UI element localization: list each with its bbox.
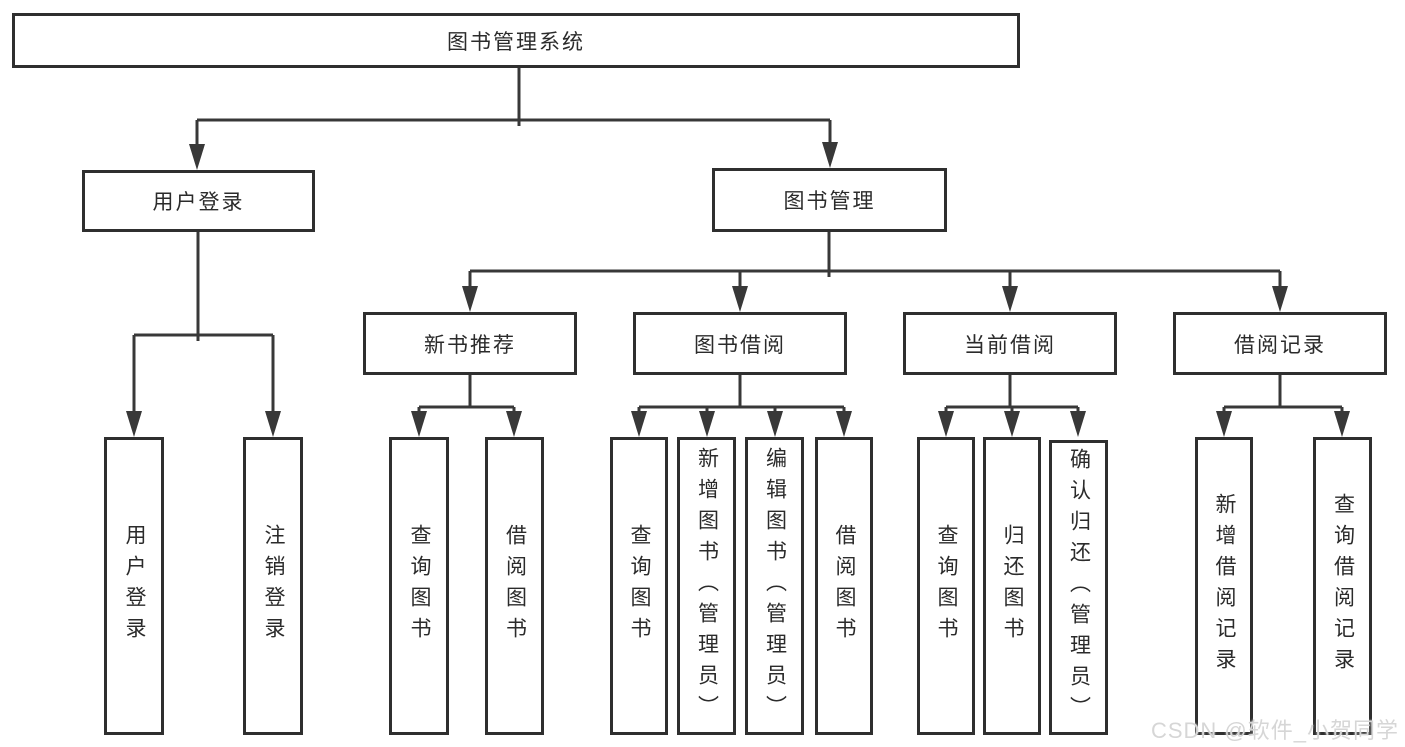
node-label: 借阅记录 <box>1234 333 1326 357</box>
node-label: 用户登录 <box>152 191 245 214</box>
node-library-system: 图书管理系统 <box>12 13 1020 68</box>
node-label: 新增图书（管理员） <box>695 446 719 726</box>
node-label: 图书管理 <box>783 190 876 213</box>
connector-root-to-level2 <box>189 68 838 170</box>
connector-borrow-records-to-leaves <box>1216 375 1350 437</box>
connector-current-borrow-to-leaves <box>938 375 1086 437</box>
leaf-query-books-2: 查询图书 <box>610 437 668 735</box>
leaf-borrow-books-2: 借阅图书 <box>815 437 873 735</box>
leaf-add-borrow-record: 新增借阅记录 <box>1195 437 1253 735</box>
node-book-borrow: 图书借阅 <box>633 312 847 375</box>
connector-new-book-recommend-to-leaves <box>411 375 522 437</box>
node-label: 注销登录 <box>262 524 286 648</box>
connector-user-login-to-leaves <box>126 232 281 437</box>
node-label: 图书借阅 <box>694 333 786 357</box>
leaf-borrow-books-1: 借阅图书 <box>485 437 544 735</box>
connector-book-borrow-to-leaves <box>631 375 852 437</box>
node-new-book-recommend: 新书推荐 <box>363 312 577 375</box>
node-label: 查询图书 <box>628 524 652 648</box>
node-label: 图书管理系统 <box>447 30 585 54</box>
node-current-borrow: 当前借阅 <box>903 312 1117 375</box>
node-label: 归还图书 <box>1001 524 1025 648</box>
node-label: 查询图书 <box>408 524 432 648</box>
node-label: 借阅图书 <box>833 524 857 648</box>
leaf-edit-book-admin: 编辑图书（管理员） <box>745 437 804 735</box>
node-label: 用户登录 <box>123 524 147 648</box>
leaf-logout: 注销登录 <box>243 437 303 735</box>
node-label: 新增借阅记录 <box>1213 493 1237 679</box>
csdn-watermark: CSDN @软件_小贺同学 <box>1150 718 1399 743</box>
node-book-management: 图书管理 <box>712 168 947 232</box>
leaf-user-login: 用户登录 <box>104 437 164 735</box>
connector-book-management-to-level3 <box>462 232 1288 312</box>
node-label: 借阅图书 <box>503 524 527 648</box>
leaf-return-book: 归还图书 <box>983 437 1041 735</box>
node-label: 确认归还（管理员） <box>1067 448 1091 727</box>
leaf-add-book-admin: 新增图书（管理员） <box>677 437 736 735</box>
node-label: 查询图书 <box>935 524 959 648</box>
leaf-query-books-3: 查询图书 <box>917 437 975 735</box>
leaf-query-borrow-record: 查询借阅记录 <box>1313 437 1372 735</box>
node-user-login: 用户登录 <box>82 170 315 232</box>
node-label: 编辑图书（管理员） <box>763 446 787 726</box>
leaf-query-books-1: 查询图书 <box>389 437 449 735</box>
node-label: 查询借阅记录 <box>1331 493 1355 679</box>
leaf-confirm-return-admin: 确认归还（管理员） <box>1049 440 1108 735</box>
node-label: 当前借阅 <box>964 333 1056 357</box>
node-label: 新书推荐 <box>424 333 516 357</box>
node-borrow-records: 借阅记录 <box>1173 312 1387 375</box>
